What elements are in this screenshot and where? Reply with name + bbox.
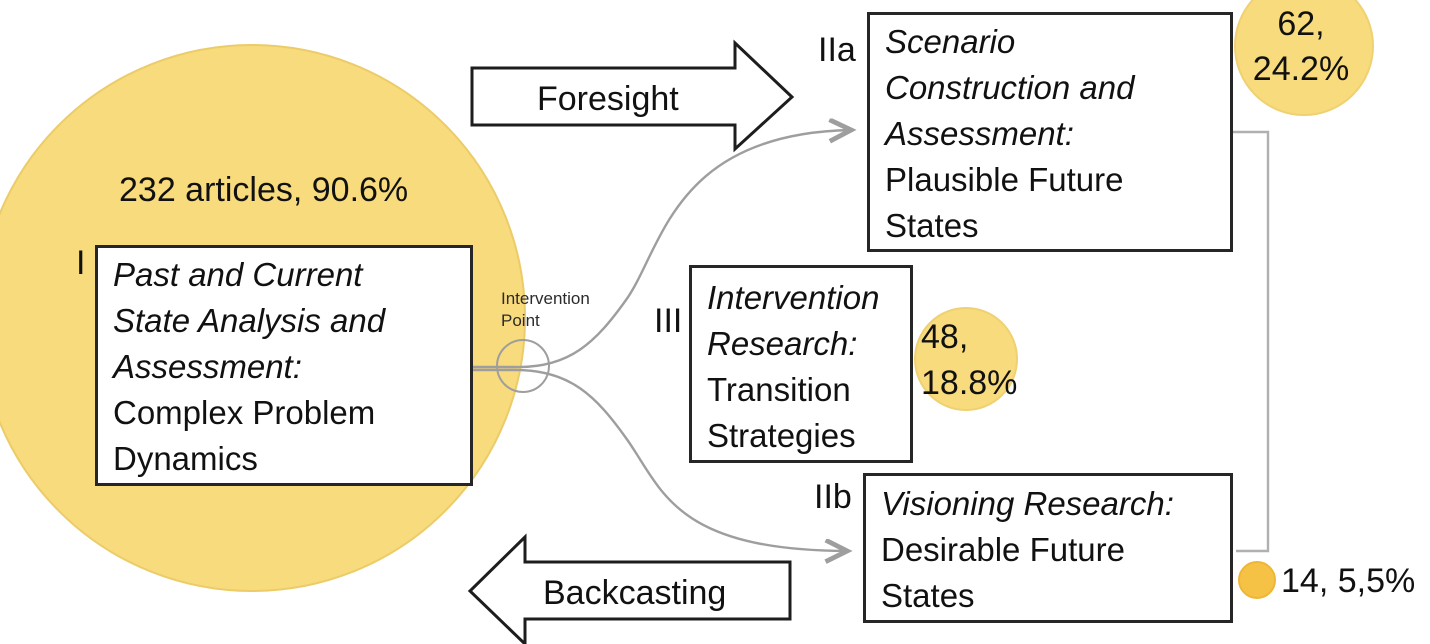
box-I-line: State Analysis and bbox=[113, 302, 386, 339]
box-III-line: Strategies bbox=[707, 417, 856, 454]
foresight-arrow bbox=[470, 39, 795, 153]
box-IIb-line: Visioning Research: bbox=[881, 485, 1174, 522]
box-IIa-line: Plausible Future bbox=[885, 161, 1124, 198]
box-I-line: Assessment: bbox=[113, 348, 302, 385]
intervention-point-circle bbox=[496, 339, 550, 393]
box-III-line: Research: bbox=[707, 325, 858, 362]
connector-IIa-to-IIb bbox=[1233, 130, 1270, 553]
backcasting-arrow bbox=[467, 533, 792, 644]
stat-62-line2: 24.2% bbox=[1252, 50, 1350, 88]
foresight-label: Foresight bbox=[537, 80, 679, 118]
box-IIa-line: States bbox=[885, 207, 979, 244]
box-IIb-line: Desirable Future bbox=[881, 531, 1125, 568]
box-intervention-research: Intervention Research: Transition Strate… bbox=[689, 265, 913, 463]
connector-to-IIa bbox=[473, 130, 850, 369]
box-IIa-line: Assessment: bbox=[885, 115, 1074, 152]
articles-circle-14 bbox=[1238, 561, 1276, 599]
backcasting-label: Backcasting bbox=[543, 574, 727, 612]
node-label-IIb: IIb bbox=[814, 478, 852, 516]
node-label-IIa: IIa bbox=[818, 31, 856, 69]
box-visioning-research: Visioning Research: Desirable Future Sta… bbox=[863, 473, 1233, 623]
box-I-line: Past and Current bbox=[113, 256, 363, 293]
box-III-line: Transition bbox=[707, 371, 851, 408]
node-label-I: I bbox=[76, 244, 86, 282]
box-scenario-construction: Scenario Construction and Assessment: Pl… bbox=[867, 12, 1233, 252]
box-IIa-line: Construction and bbox=[885, 69, 1135, 106]
stat-48-line1: 48, bbox=[921, 318, 969, 356]
box-IIa-line: Scenario bbox=[885, 23, 1016, 60]
articles-circle-62 bbox=[1234, 0, 1374, 116]
stat-62-line1: 62, bbox=[1277, 5, 1325, 43]
stat-48: 48, 18.8% bbox=[921, 314, 1017, 406]
intervention-point-label-line2: Point bbox=[501, 311, 540, 330]
box-I-line: Complex Problem bbox=[113, 394, 376, 431]
connector-to-IIb bbox=[473, 368, 846, 551]
stat-48-line2: 18.8% bbox=[921, 364, 1018, 402]
stat-232-articles: 232 articles, 90.6% bbox=[119, 171, 409, 209]
stat-14: 14, 5,5% bbox=[1281, 562, 1416, 600]
box-IIb-line: States bbox=[881, 577, 975, 614]
box-III-line: Intervention bbox=[707, 279, 880, 316]
box-past-current-state: Past and Current State Analysis and Asse… bbox=[95, 245, 473, 486]
intervention-point-label-line1: Intervention bbox=[501, 289, 590, 308]
intervention-point-label: Intervention Point bbox=[501, 288, 590, 332]
box-I-line: Dynamics bbox=[113, 440, 258, 477]
node-label-III: III bbox=[654, 302, 683, 340]
articles-circle-48 bbox=[914, 307, 1018, 411]
stat-62: 62, 24.2% bbox=[1240, 2, 1362, 92]
